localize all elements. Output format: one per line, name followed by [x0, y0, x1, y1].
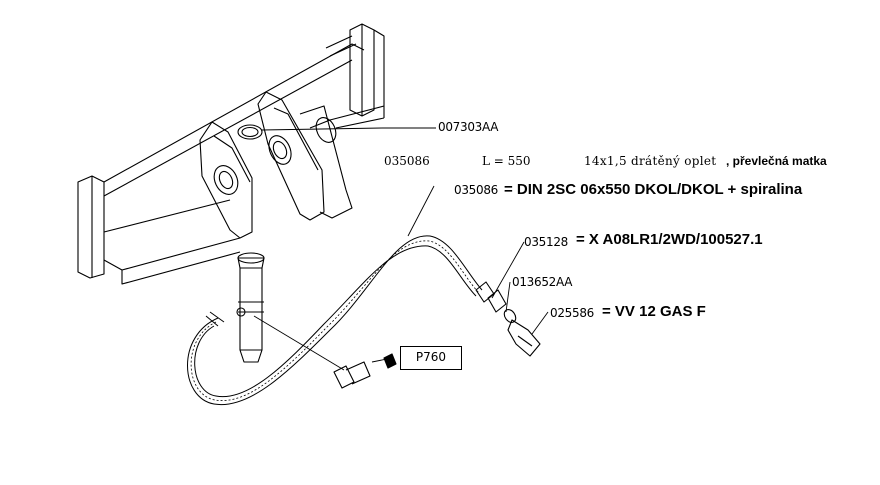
mounting-bracket — [77, 23, 385, 285]
part-label-035086-top: 035086 — [384, 154, 430, 168]
hydraulic-cylinder — [236, 252, 265, 363]
part-label-025586: 025586 — [550, 306, 595, 320]
part-desc-035086: = DIN 2SC 06x550 DKOL/DKOL + spiralina — [504, 181, 803, 198]
leader-lines — [253, 127, 549, 371]
pivot-plates — [199, 91, 353, 239]
part-label-013652AA: 013652AA — [512, 275, 573, 289]
length-label: L = 550 — [482, 154, 531, 168]
part-box-p760: P760 — [400, 346, 462, 370]
braided-hose — [187, 235, 483, 406]
hose-braid-hatching — [190, 240, 480, 402]
part-label-035086: 035086 — [454, 183, 499, 197]
hose-end-fittings — [475, 281, 541, 357]
part-desc-035128: = X A08LR1/2WD/100527.1 — [576, 231, 763, 248]
part-desc-025586: = VV 12 GAS F — [602, 303, 706, 320]
spec-braid-label: 14x1,5 drátěný oplet — [584, 154, 717, 168]
fitting-p760 — [333, 353, 397, 389]
spec-nut-label: , převlečná matka — [726, 154, 827, 168]
o-ring — [237, 124, 263, 140]
part-label-007303AA: 007303AA — [438, 120, 499, 134]
part-label-035128: 035128 — [524, 235, 569, 249]
